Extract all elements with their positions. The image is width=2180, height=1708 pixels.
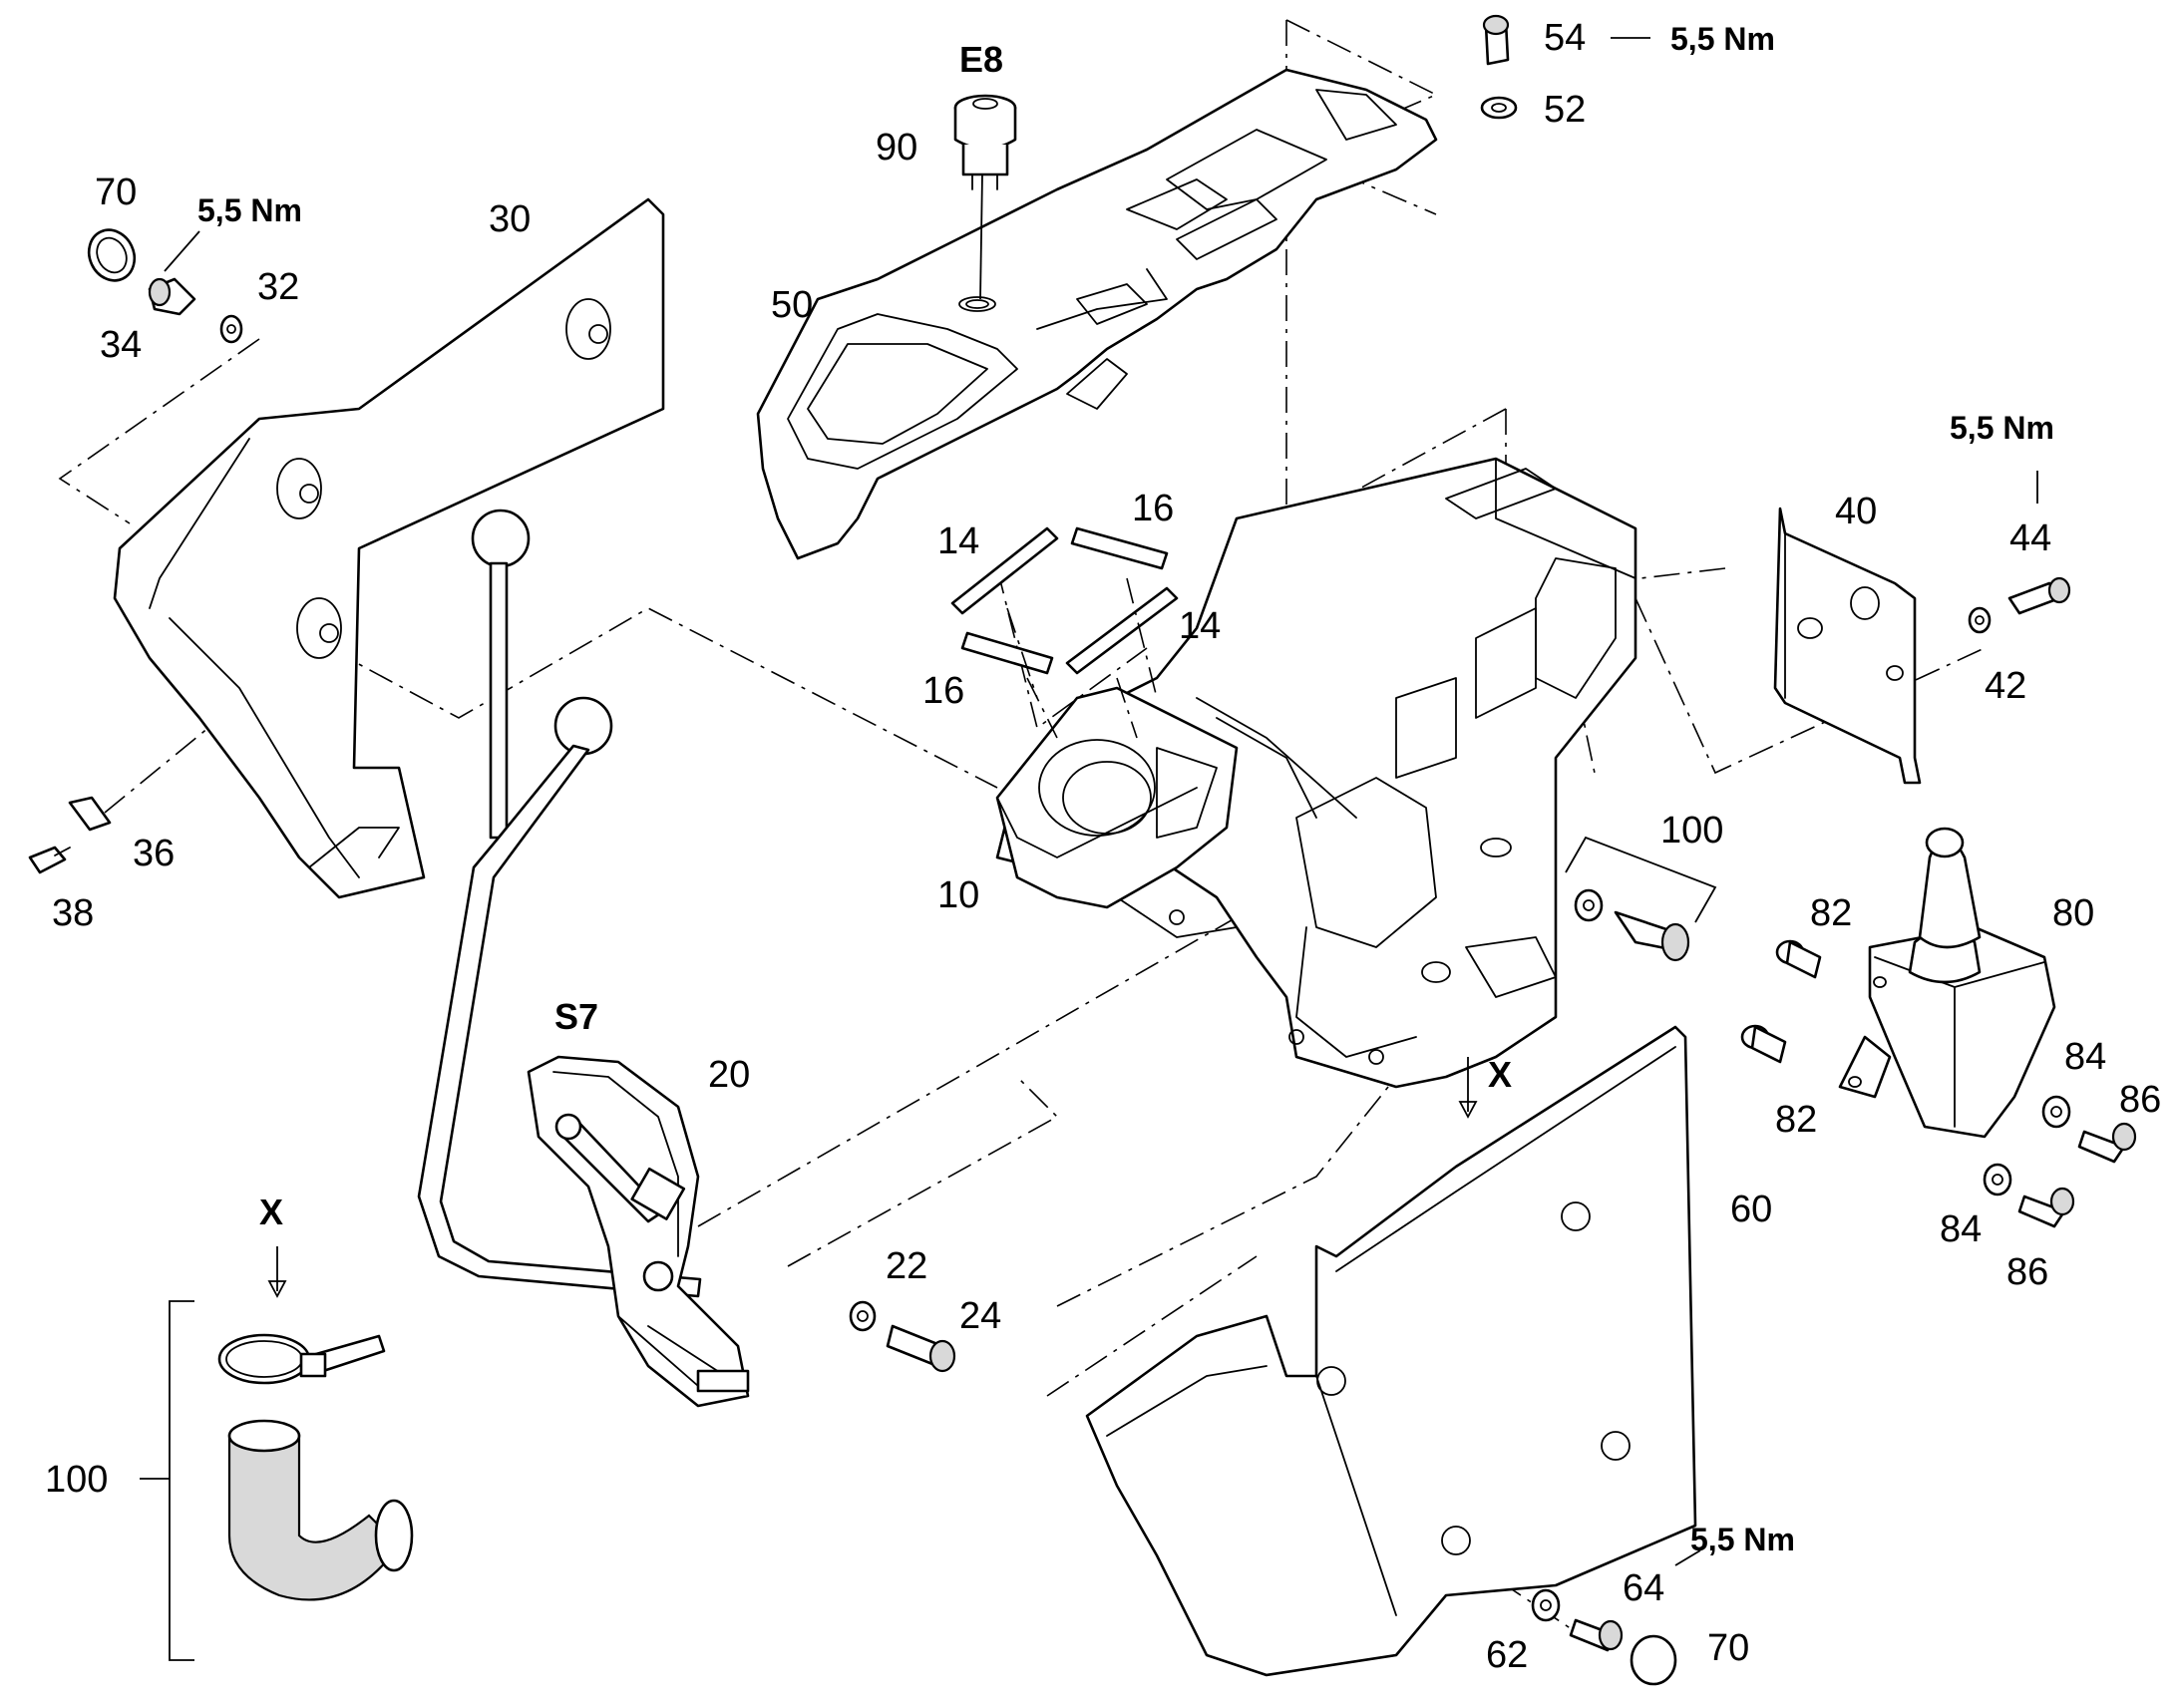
- fastener-group-bottom: [1531, 1549, 1701, 1686]
- callout-70a: 70: [95, 171, 137, 213]
- clip-and-screw: [28, 796, 112, 874]
- callout-38: 38: [52, 892, 94, 934]
- callout-64: 64: [1623, 1567, 1664, 1609]
- callout-70b: 70: [1707, 1627, 1749, 1669]
- callout-42: 42: [1985, 665, 2026, 707]
- callout-16a: 16: [1132, 488, 1174, 529]
- fastener-group-top-left: [87, 228, 243, 344]
- callout-44: 44: [2009, 517, 2051, 559]
- fastener-group-84-86: [1983, 1095, 2137, 1228]
- callout-100a: 100: [1660, 810, 1723, 852]
- lever-bracket-s7: [527, 1055, 750, 1408]
- callout-34: 34: [100, 324, 142, 366]
- bolt-assembly-100: [1565, 836, 1717, 962]
- callout-82b: 82: [1775, 1099, 1817, 1141]
- callout-80: 80: [2052, 892, 2094, 934]
- callout-14b: 14: [1179, 605, 1221, 647]
- callout-10: 10: [937, 874, 979, 916]
- callout-100b: 100: [45, 1459, 108, 1501]
- switch-e8: [953, 94, 1017, 190]
- top-console-cover: [756, 68, 1438, 560]
- callout-62: 62: [1486, 1634, 1528, 1676]
- designator-e8: E8: [959, 39, 1003, 80]
- gear-lever: [417, 509, 702, 1298]
- front-cover: [1085, 1025, 1697, 1677]
- joystick: [1838, 827, 2056, 1139]
- boot-housing: [995, 686, 1239, 909]
- view-x-arrow: [1458, 1057, 1478, 1119]
- torque-54: 5,5 Nm: [1670, 21, 1775, 57]
- callout-32: 32: [257, 266, 299, 308]
- callout-20: 20: [708, 1054, 750, 1096]
- callout-24: 24: [959, 1295, 1001, 1337]
- callout-52: 52: [1544, 89, 1586, 131]
- callout-84b: 84: [1940, 1208, 1982, 1250]
- fastener-group-22-24: [849, 1300, 956, 1373]
- callout-22: 22: [886, 1245, 927, 1287]
- designator-s7: S7: [554, 996, 598, 1037]
- callout-50: 50: [771, 284, 813, 326]
- torque-labels: 5,5 Nm 5,5 Nm 5,5 Nm 5,5 Nm: [197, 21, 2054, 1557]
- designator-x-main: X: [1488, 1054, 1512, 1095]
- torque-44: 5,5 Nm: [1950, 410, 2054, 446]
- detail-x: [140, 1246, 414, 1661]
- designator-x-detail: X: [259, 1192, 283, 1232]
- callout-14a: 14: [937, 520, 979, 562]
- fastener-group-right: [1968, 471, 2071, 634]
- callout-labels: 10 14 14 16 16 20 22 24 30 32 34 36 38 4…: [45, 17, 2161, 1676]
- fastener-group-top-right: [1480, 14, 1650, 120]
- callout-16b: 16: [922, 670, 964, 712]
- left-side-panel: [113, 197, 665, 899]
- callout-30: 30: [489, 198, 531, 240]
- callout-54: 54: [1544, 17, 1586, 59]
- callout-84a: 84: [2064, 1036, 2106, 1078]
- side-plate: [1773, 507, 1922, 785]
- callout-82a: 82: [1810, 892, 1852, 934]
- torque-34: 5,5 Nm: [197, 192, 302, 228]
- torque-64: 5,5 Nm: [1690, 1522, 1795, 1557]
- callout-86b: 86: [2006, 1251, 2048, 1293]
- callout-40: 40: [1835, 491, 1877, 532]
- bushings-82: [1740, 939, 1822, 1064]
- designator-labels: E8 S7 X X: [259, 39, 1512, 1232]
- callout-60: 60: [1730, 1189, 1772, 1230]
- callout-90: 90: [876, 127, 917, 169]
- foam-strips: [950, 526, 1179, 739]
- callout-36: 36: [133, 833, 175, 874]
- callout-86a: 86: [2119, 1079, 2161, 1121]
